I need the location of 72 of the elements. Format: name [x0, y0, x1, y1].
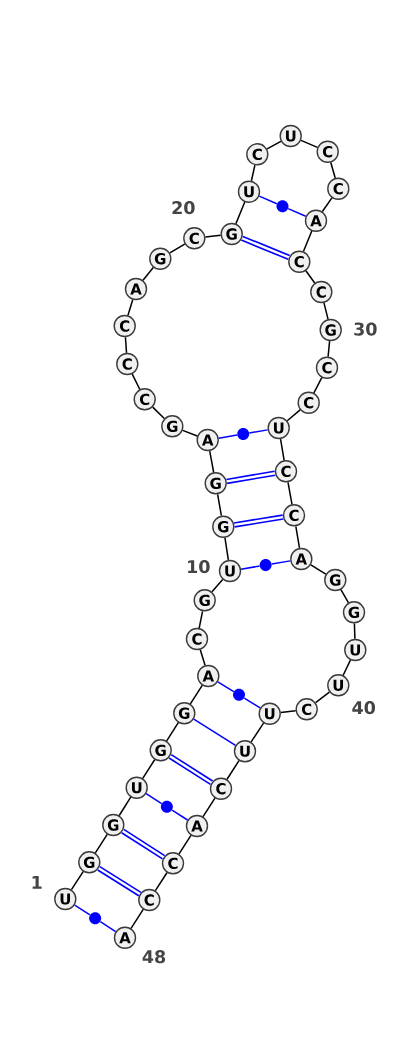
base-pair-line [243, 697, 261, 709]
base-pair-line [240, 565, 261, 570]
backbone-line [330, 161, 336, 179]
backbone-line [169, 243, 186, 254]
backbone-line [300, 139, 319, 149]
backbone-line [314, 691, 331, 704]
backbone-line [295, 525, 301, 549]
backbone-line [305, 270, 316, 284]
backbone-line [266, 140, 282, 150]
base-pair-line [171, 809, 189, 821]
backbone-line [151, 406, 166, 420]
base-pair-line [248, 429, 269, 434]
backbone-line [250, 164, 256, 182]
backbone-line [202, 797, 216, 818]
backbone-line [250, 722, 265, 743]
backbone-line [189, 684, 203, 705]
base-pair-line [226, 470, 276, 485]
backbone-line [199, 648, 206, 667]
position-number: 1 [32, 875, 42, 889]
base-pair-line [193, 718, 237, 746]
backbone-line [321, 197, 333, 213]
backbone-line [70, 870, 84, 891]
base-pair-line [73, 904, 91, 916]
backbone-line [204, 234, 222, 238]
backbone-line [209, 450, 215, 474]
backbone-line [127, 298, 134, 317]
backbone-line [323, 302, 329, 320]
backbone-line [165, 721, 180, 742]
backbone-line [124, 336, 128, 354]
position-number: 40 [352, 701, 376, 715]
backbone-line [226, 759, 240, 781]
base-pair-line [233, 514, 284, 528]
base-pair-line [271, 560, 291, 565]
position-number: 20 [172, 201, 195, 215]
base-pair-line [218, 434, 238, 439]
base-pair-line [258, 195, 278, 205]
backbone-line [310, 564, 327, 575]
backbone-line [286, 409, 301, 422]
base-pair-line [168, 753, 214, 786]
backbone-line [340, 588, 350, 604]
backbone-line [154, 871, 168, 892]
position-number: 30 [354, 322, 377, 336]
backbone-line [142, 266, 155, 281]
backbone-line [198, 610, 204, 629]
backbone-line [224, 537, 230, 561]
base-pair-line [241, 235, 290, 261]
backbone-line [287, 481, 293, 506]
position-number: 48 [142, 950, 166, 964]
backbone-line [280, 709, 297, 714]
backbone-line [118, 796, 132, 817]
backbone-line [94, 833, 108, 854]
base-pair-line [145, 792, 163, 805]
backbone-line [302, 230, 313, 253]
backbone-line [313, 376, 323, 394]
backbone-line [235, 201, 246, 225]
backbone-line [211, 578, 224, 593]
position-number: 10 [188, 560, 210, 574]
backbone-line [353, 622, 356, 640]
base-pair-line [121, 828, 166, 860]
backbone-line [216, 493, 223, 517]
backbone-line [327, 340, 331, 358]
backbone-line [342, 659, 352, 676]
backbone-line [142, 759, 156, 780]
backbone-line [130, 908, 144, 930]
backbone-line [182, 429, 198, 437]
base-pair-line [97, 865, 142, 897]
backbone-line [178, 834, 192, 855]
base-pair-line [99, 921, 117, 933]
backbone-line [131, 373, 141, 390]
backbone-line [279, 438, 285, 461]
base-pair-line [217, 681, 235, 693]
base-pair-line [287, 207, 307, 217]
